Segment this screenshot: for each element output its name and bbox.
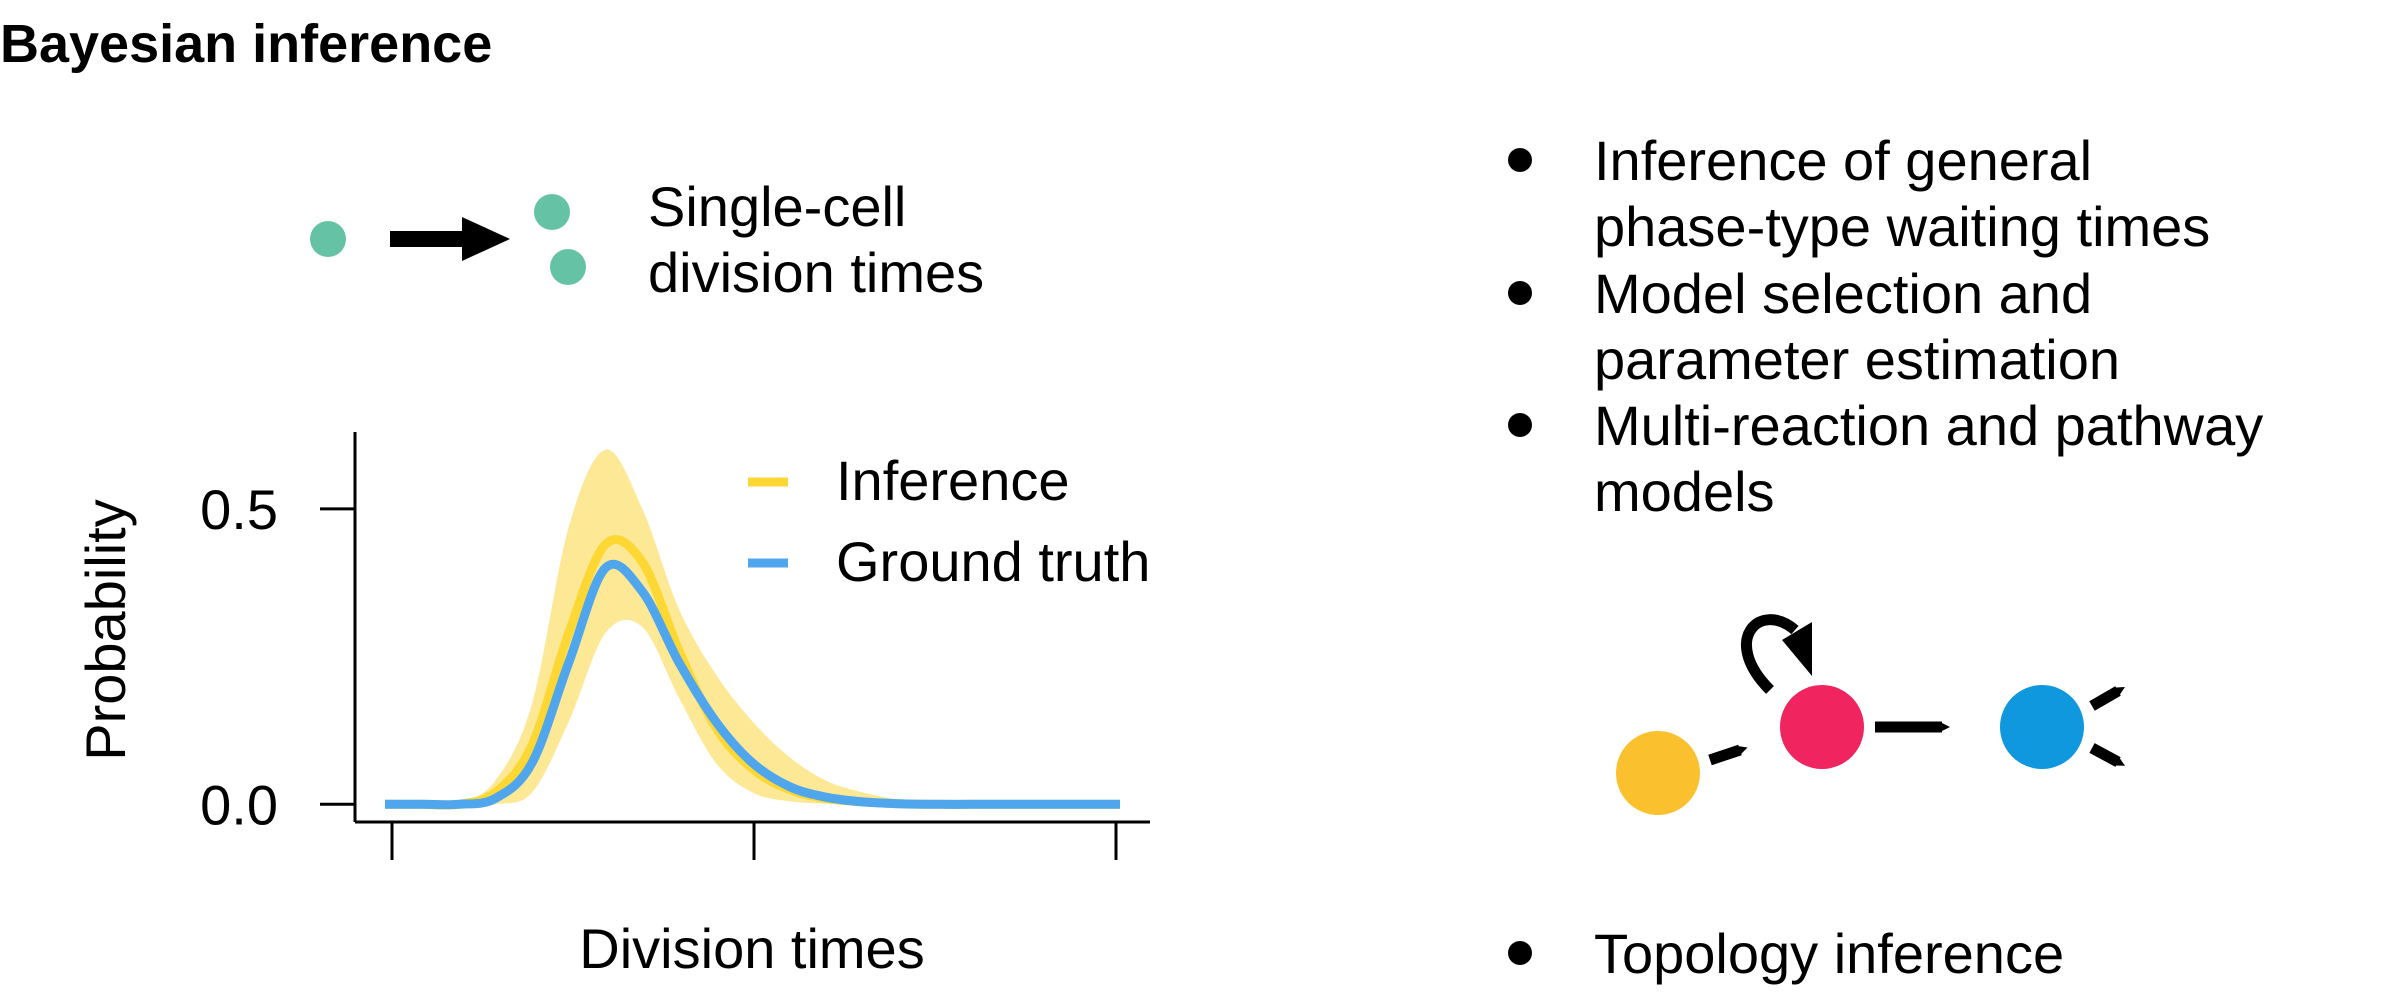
arrow-yellow-to-pink-icon xyxy=(1708,744,1748,766)
bullet-dot xyxy=(1508,941,1532,965)
pathway-network-diagram xyxy=(1616,614,2126,815)
schematic-label-line2: division times xyxy=(648,241,984,304)
inference-credible-band xyxy=(385,449,1120,806)
bullet-2-line2: parameter estimation xyxy=(1594,328,2120,391)
node-yellow xyxy=(1616,731,1700,815)
daughter-cell-icon xyxy=(550,249,586,285)
bullet-3-line1: Multi-reaction and pathway xyxy=(1594,394,2263,457)
y-axis-label: Probability xyxy=(74,499,137,760)
bullet-dot xyxy=(1508,281,1532,305)
ground-truth-line xyxy=(385,559,1120,810)
legend-label-ground-truth: Ground truth xyxy=(836,530,1150,593)
self-loop-arrow-head-icon xyxy=(1782,622,1812,676)
mother-cell-icon xyxy=(310,221,346,257)
y-ticks: 0.0 0.5 xyxy=(200,478,355,836)
division-arrow-head-icon xyxy=(462,217,510,261)
bullet-1-line2: phase-type waiting times xyxy=(1594,195,2210,258)
x-axis-label: Division times xyxy=(579,917,924,980)
node-blue xyxy=(2000,685,2084,769)
division-schematic: Single-cell division times xyxy=(310,175,984,304)
node-pink xyxy=(1780,685,1864,769)
bullet-3-line2: models xyxy=(1594,460,1775,523)
x-ticks xyxy=(390,822,1118,860)
bullet-dot xyxy=(1508,413,1532,437)
bullet-2-line1: Model selection and xyxy=(1594,262,2092,325)
y-tick-label: 0.5 xyxy=(200,478,278,541)
schematic-label-line1: Single-cell xyxy=(648,175,906,238)
daughter-cell-icon xyxy=(534,194,570,230)
division-time-chart: 0.0 0.5 Probability Division times Infere… xyxy=(74,432,1150,980)
bullet-4-line1: Topology inference xyxy=(1594,922,2064,985)
legend-label-inference: Inference xyxy=(836,449,1070,512)
outflow-arrow-down-icon xyxy=(2089,743,2126,767)
bullet-1-line1: Inference of general xyxy=(1594,129,2092,192)
panel-title: Bayesian inference xyxy=(0,14,492,74)
y-tick-label: 0.0 xyxy=(200,773,278,836)
bullet-dot xyxy=(1508,148,1532,172)
bullet-list: Inference of general phase-type waiting … xyxy=(1508,129,2263,985)
chart-legend: Inference Ground truth xyxy=(748,449,1150,593)
self-loop-arc xyxy=(1741,614,1799,694)
series-layer xyxy=(385,449,1120,810)
outflow-arrow-up-icon xyxy=(2089,686,2125,711)
